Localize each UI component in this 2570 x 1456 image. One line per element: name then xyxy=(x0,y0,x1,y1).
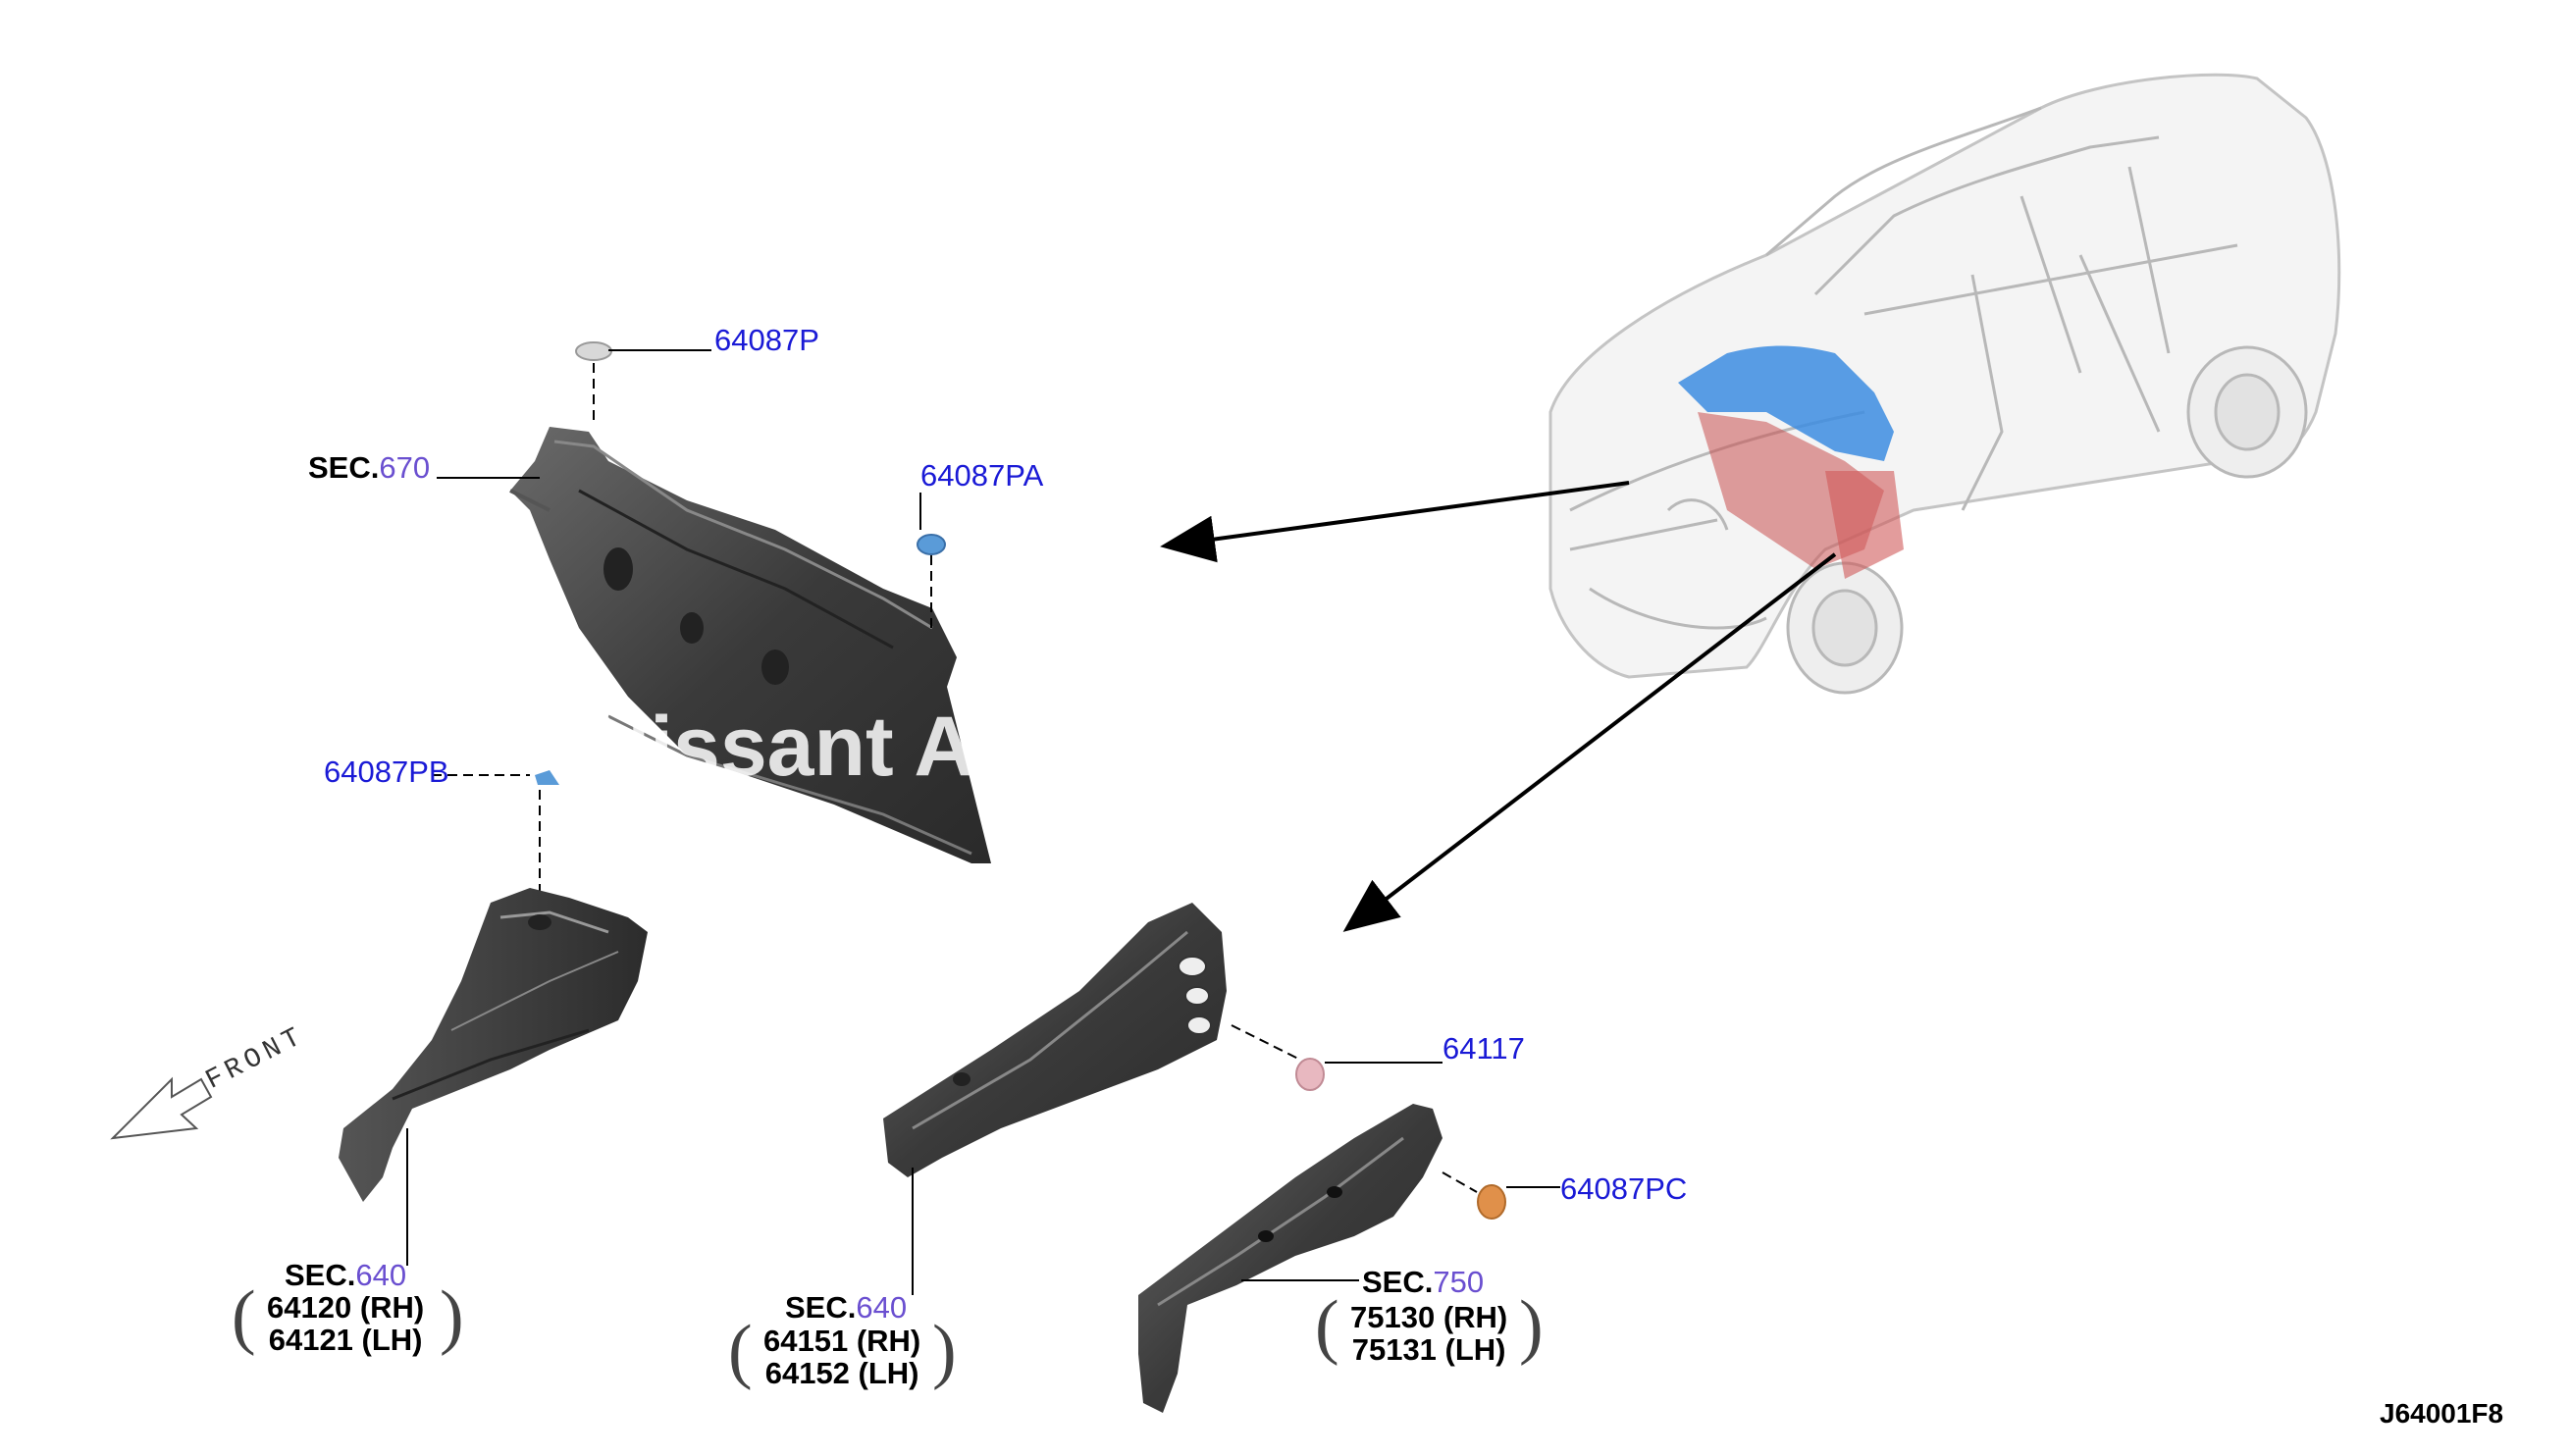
sec-640-left-label[interactable]: SEC.640 xyxy=(285,1259,406,1292)
part-75131[interactable]: 75131 (LH) xyxy=(1351,1332,1506,1367)
bracket-right-close: ) xyxy=(1519,1286,1544,1367)
part-64151[interactable]: 64151 (RH) xyxy=(763,1324,921,1358)
drawing-code: J64001F8 xyxy=(2380,1398,2504,1429)
clip-64087PA xyxy=(917,493,946,628)
cowl-top-panel xyxy=(509,427,991,863)
sec-750-label[interactable]: SEC.750 xyxy=(1362,1266,1484,1299)
part-64121[interactable]: 64121 (LH) xyxy=(268,1323,423,1357)
label-64087PB[interactable]: 64087PB xyxy=(324,754,449,789)
label-64087PC[interactable]: 64087PC xyxy=(1560,1171,1688,1206)
clip-64087P xyxy=(575,341,711,424)
clip-64087PC xyxy=(1477,1184,1560,1220)
watermark-text: Nissant Au xyxy=(589,700,1026,794)
side-member-center xyxy=(883,903,1301,1295)
group-75130-75131: 75130 (RH) 75131 (LH) xyxy=(1350,1301,1507,1366)
sec-prefix: SEC. xyxy=(285,1258,356,1292)
sec-number: 750 xyxy=(1433,1265,1485,1299)
sec-prefix: SEC. xyxy=(1362,1265,1434,1299)
sec-number: 640 xyxy=(856,1290,908,1325)
group-64151-64152: 64151 (RH) 64152 (LH) xyxy=(763,1325,920,1389)
side-member-left xyxy=(339,888,648,1266)
sec-670-label[interactable]: SEC.670 xyxy=(308,451,430,485)
bracket-left-open: ( xyxy=(232,1276,256,1357)
part-64120[interactable]: 64120 (RH) xyxy=(267,1290,425,1325)
bracket-center-close: ) xyxy=(932,1311,957,1391)
sec-prefix: SEC. xyxy=(785,1290,857,1325)
group-64120-64121: 64120 (RH) 64121 (LH) xyxy=(267,1291,424,1356)
vehicle-overview xyxy=(1548,73,2341,695)
sec-number: 670 xyxy=(379,450,431,485)
part-64152[interactable]: 64152 (LH) xyxy=(764,1356,919,1390)
label-64117[interactable]: 64117 xyxy=(1442,1031,1525,1066)
front-side-member-lower xyxy=(1138,1104,1478,1413)
bracket-left-close: ) xyxy=(440,1276,464,1357)
arrow-to-members xyxy=(1342,552,1837,932)
part-75130[interactable]: 75130 (RH) xyxy=(1350,1300,1508,1334)
bracket-center-open: ( xyxy=(728,1311,753,1391)
bracket-right-open: ( xyxy=(1315,1286,1339,1367)
label-64087PA[interactable]: 64087PA xyxy=(920,458,1044,493)
sec-640-center-label[interactable]: SEC.640 xyxy=(785,1291,907,1325)
vehicle-highlight xyxy=(1678,345,1904,579)
arrow-to-cowl xyxy=(1160,481,1630,563)
front-direction-arrow xyxy=(110,1076,213,1140)
sec-number: 640 xyxy=(355,1258,407,1292)
sec-prefix: SEC. xyxy=(308,450,380,485)
label-64087P[interactable]: 64087P xyxy=(714,323,819,357)
clip-64117 xyxy=(1295,1058,1442,1091)
